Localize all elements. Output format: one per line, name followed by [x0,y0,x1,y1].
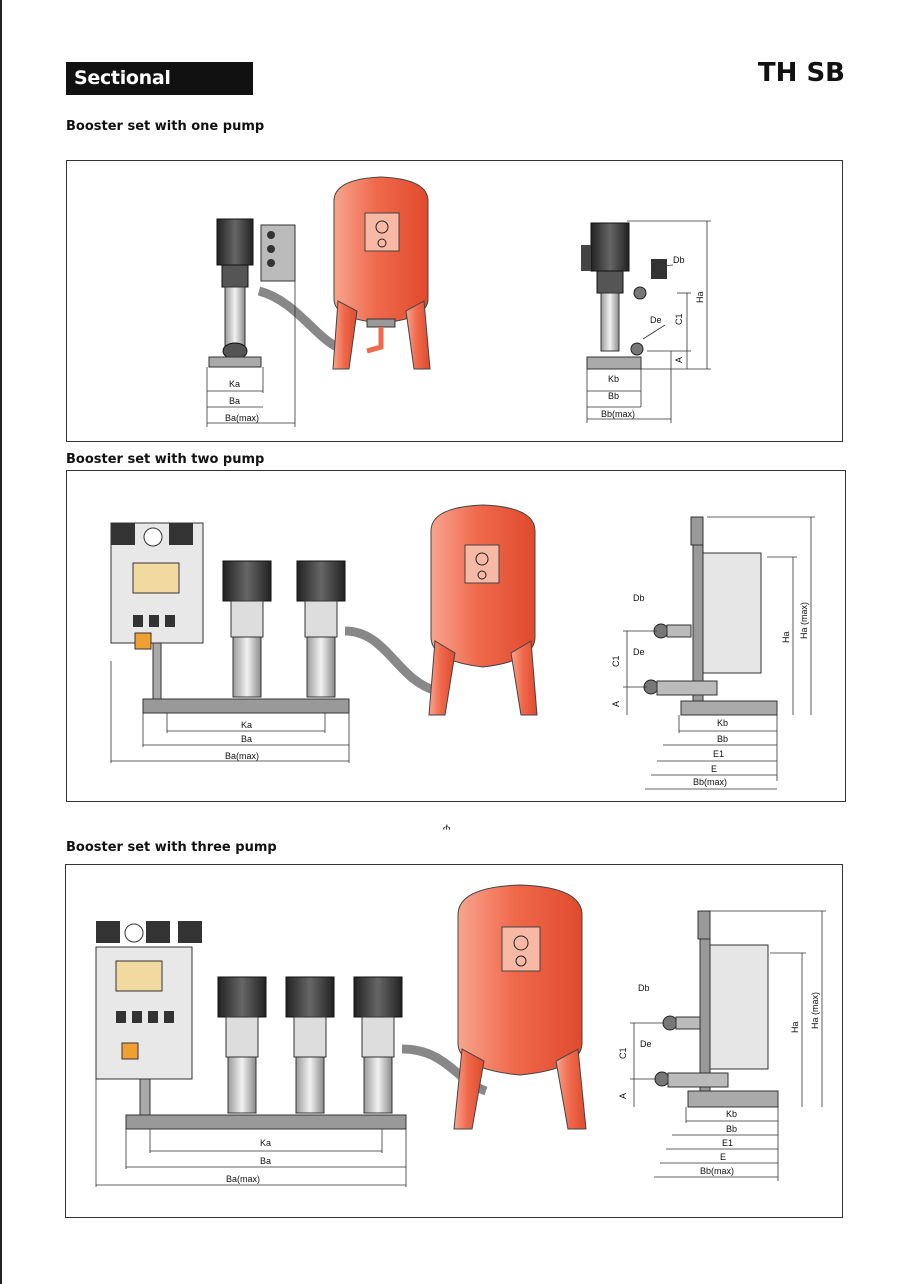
drawing-panel-three-pump: Ka Ba Ba(max) Kb Bb E1 E Bb(max) Db De C… [65,864,843,1218]
stray-mark: ሐ [443,822,451,832]
page-edge-line [0,0,2,1284]
control-panel-three [95,921,202,1116]
dim-label-a: A [674,357,684,363]
dim-label-bb-three: Bb [726,1124,737,1134]
section-heading-one-pump: Booster set with one pump [66,119,265,134]
hose-front-two [344,626,439,696]
drawing-two-pump: Ka Ba Ba(max) Kb Bb E1 E Bb(max) Db De C… [110,504,815,790]
dim-label-bbmax: Bb(max) [601,409,635,419]
dim-label-bbmax-three: Bb(max) [700,1166,734,1176]
dim-label-e-two: E [711,764,717,774]
dim-label-e-three: E [720,1152,726,1162]
pumps-front [142,560,350,714]
dim-label-c1: C1 [674,313,684,325]
drawing-panel-one-pump: Ka Ba Ba(max) Kb Bb Bb(max) Db De C1 A H… [66,160,843,442]
dim-label-bbmax-two: Bb(max) [693,777,727,787]
dim-label-ba: Ba [229,396,240,406]
dim-label-bamax-three: Ba(max) [226,1174,260,1184]
front-dimension-lines-two [110,661,350,763]
side-view-three [654,910,779,1108]
dim-label-ha: Ha [695,291,705,303]
hose-front [257,286,344,354]
section-heading-two-pump: Booster set with two pump [66,452,265,467]
drawing-three-pump: Ka Ba Ba(max) Kb Bb E1 E Bb(max) Db De C… [95,884,826,1187]
dim-label-ha-three: Ha [790,1021,800,1033]
side-dimension-lines-three [630,910,826,1181]
dim-label-bamax: Ba(max) [225,413,259,423]
dim-label-a-two: A [611,701,621,707]
dim-label-kb-three: Kb [726,1109,737,1119]
dim-label-kb: Kb [608,374,619,384]
dim-label-db: Db [673,255,685,265]
pressure-tank-two [428,504,538,716]
pump-front [208,218,296,368]
dim-label-e1-two: E1 [713,749,724,759]
dim-label-de-three: De [640,1039,652,1049]
dim-label-ka-two: Ka [241,720,252,730]
dim-label-e1-three: E1 [722,1138,733,1148]
dim-label-ka: Ka [229,379,240,389]
section-title: Sectional Drawings [66,62,253,122]
side-view-two [643,516,778,716]
dim-label-hamax-three: Ha (max) [810,992,820,1029]
side-dimension-lines-two [623,516,815,790]
section-heading-three-pump: Booster set with three pump [66,840,277,855]
dim-label-de-two: De [633,647,645,657]
pump-side [581,222,667,370]
dim-label-de: De [650,315,662,325]
dim-label-db-three: Db [638,983,650,993]
control-panel [110,522,204,702]
pressure-tank-three [453,884,587,1130]
dim-label-c1-two: C1 [611,655,621,667]
front-dimension-lines-three [95,1079,407,1187]
dim-label-ka-three: Ka [260,1138,271,1148]
dim-label-bamax-two: Ba(max) [225,751,259,761]
pressure-tank [332,176,431,370]
dim-label-hamax-two: Ha (max) [799,602,809,639]
dim-label-db-two: Db [633,593,645,603]
front-dimension-lines [206,281,296,427]
drawing-panel-two-pump: Ka Ba Ba(max) Kb Bb E1 E Bb(max) Db De C… [66,470,846,802]
dim-label-kb-two: Kb [717,718,728,728]
dim-label-bb-two: Bb [717,734,728,744]
dim-label-bb: Bb [608,391,619,401]
drawing-one-pump: Ka Ba Ba(max) Kb Bb Bb(max) Db De C1 A H… [206,176,711,427]
dim-label-ba-two: Ba [241,734,252,744]
dim-label-ba-three: Ba [260,1156,271,1166]
dim-label-ha-two: Ha [781,631,791,643]
brand-title: TH SB [757,58,845,88]
dim-label-a-three: A [618,1093,628,1099]
pumps-front-three [125,976,407,1130]
dim-label-c1-three: C1 [618,1047,628,1059]
side-dimension-lines [586,220,711,423]
